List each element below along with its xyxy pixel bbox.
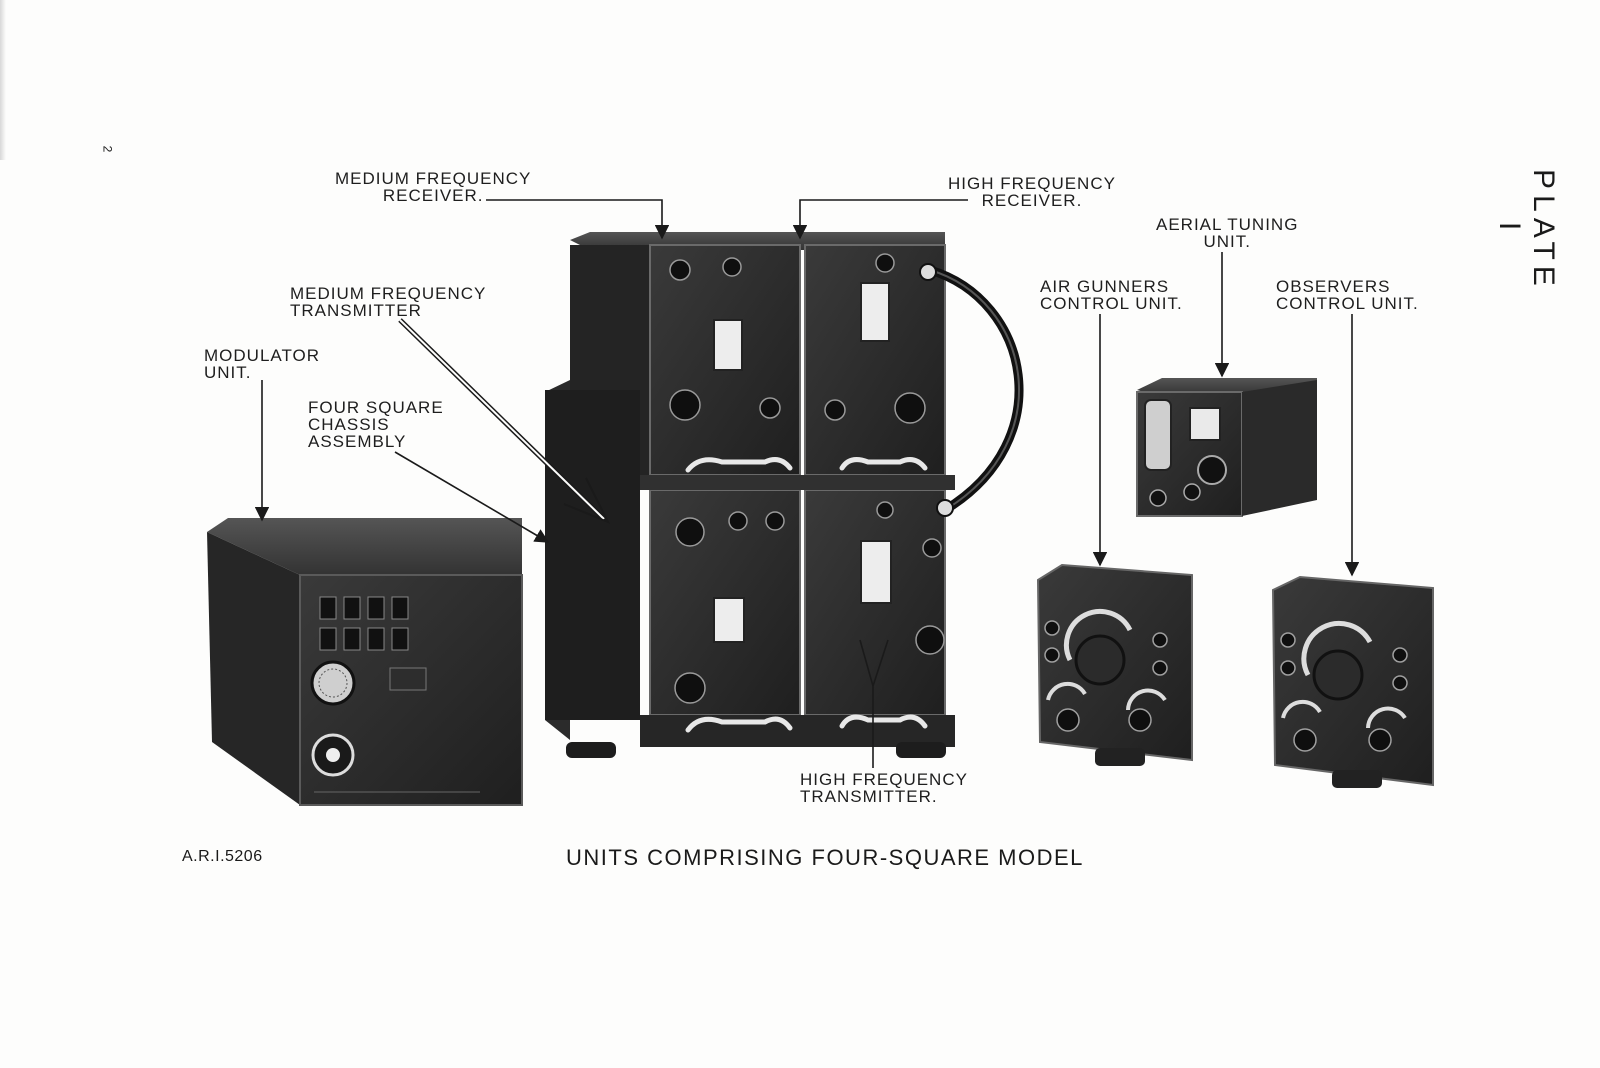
document-reference: A.R.I.5206 xyxy=(182,848,263,865)
leader-lines xyxy=(254,199,1360,768)
modulator-unit-image xyxy=(207,518,523,806)
air-gunners-control-unit-image xyxy=(1036,563,1193,766)
observers-control-unit-image xyxy=(1271,575,1434,788)
figure-caption: UNITS COMPRISING FOUR-SQUARE MODEL xyxy=(566,845,1084,870)
four-square-chassis-image xyxy=(545,232,1024,758)
aerial-tuning-unit-image xyxy=(1136,378,1317,517)
